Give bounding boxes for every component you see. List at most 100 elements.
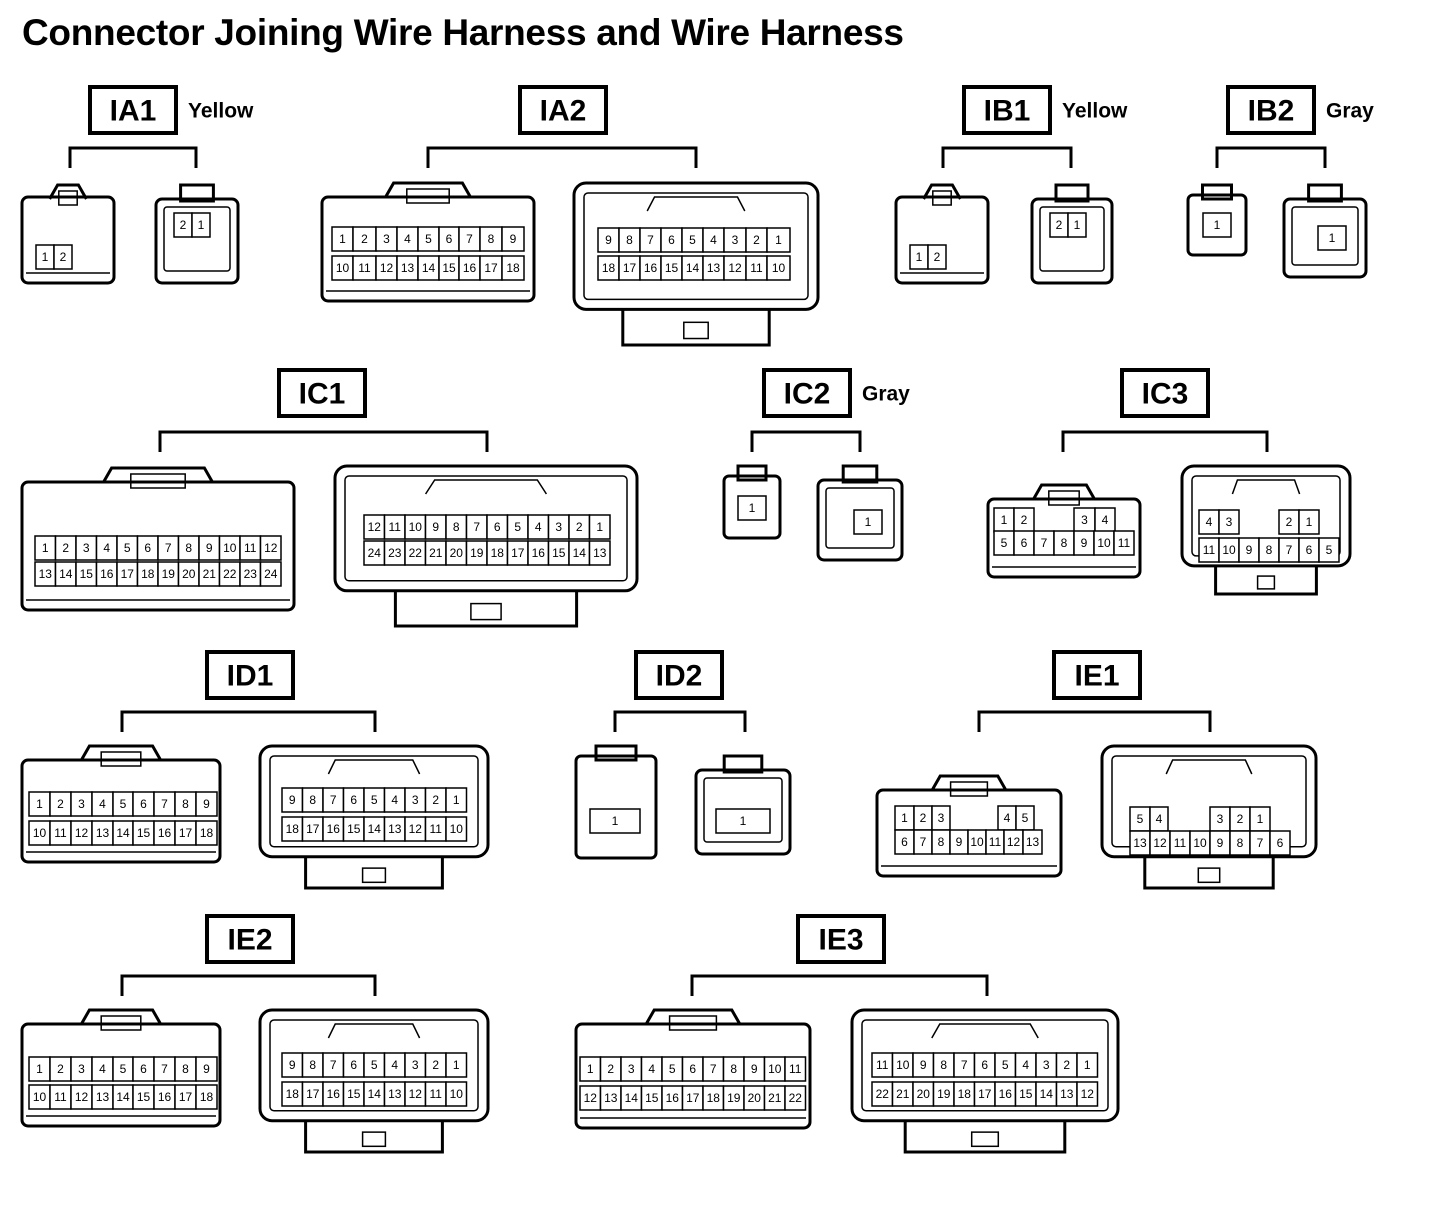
pair-bracket xyxy=(750,430,862,452)
pin-number: 1 xyxy=(453,793,460,807)
pin-number: 18 xyxy=(286,1087,300,1101)
ia1-female-latch xyxy=(58,190,78,206)
pin-number: 2 xyxy=(753,233,760,247)
ie3-female-lock xyxy=(644,1008,742,1025)
pin-cell xyxy=(195,1084,218,1110)
ib1-female-latch xyxy=(932,190,952,206)
pin-number: 15 xyxy=(347,1087,361,1101)
pin-number: 14 xyxy=(573,546,587,560)
pin-cell xyxy=(259,561,282,587)
ie1-female-housing xyxy=(875,788,1063,878)
pin-number: 8 xyxy=(940,1058,947,1072)
connector-id-label: IE2 xyxy=(227,924,272,957)
pin-number: 8 xyxy=(309,1058,316,1072)
connector-label-box xyxy=(88,85,178,135)
pair-bracket xyxy=(1061,430,1269,452)
pin-number: 4 xyxy=(1102,513,1109,527)
pin-number: 1 xyxy=(1084,1058,1091,1072)
ib1-female-housing xyxy=(894,195,990,285)
pin-number: 4 xyxy=(404,232,411,246)
pin-number: 13 xyxy=(401,261,415,275)
pin-number: 22 xyxy=(876,1087,890,1101)
pin-number: 12 xyxy=(75,826,89,840)
pin-number: 11 xyxy=(54,826,67,840)
pin-cell xyxy=(927,244,947,270)
pin-number: 20 xyxy=(917,1087,931,1101)
pin-number: 11 xyxy=(244,541,257,555)
pin-number: 3 xyxy=(1043,1058,1050,1072)
pin-number: 7 xyxy=(961,1058,968,1072)
pin-number: 13 xyxy=(388,822,402,836)
pin-number: 5 xyxy=(120,1062,127,1076)
pin-number: 14 xyxy=(368,1087,382,1101)
connector-label-box xyxy=(1226,85,1316,135)
pin-number: 3 xyxy=(938,811,945,825)
pin-cell xyxy=(445,816,468,842)
pin-number: 16 xyxy=(666,1091,680,1105)
pin-number: 9 xyxy=(956,835,963,849)
pin-number: 12 xyxy=(264,541,278,555)
pin-number: 22 xyxy=(223,567,237,581)
pin-number: 1 xyxy=(42,250,49,264)
pin-number: 11 xyxy=(54,1090,67,1104)
pin-number: 5 xyxy=(669,1062,676,1076)
ie2-female-lock xyxy=(80,1008,162,1025)
pin-number: 4 xyxy=(648,1062,655,1076)
pin-number: 16 xyxy=(100,567,114,581)
pin-cell xyxy=(501,255,525,281)
ia1-male-inner xyxy=(163,206,231,272)
pin-number: 8 xyxy=(1061,536,1068,550)
pin-number: 16 xyxy=(327,822,341,836)
pair-bracket xyxy=(690,974,989,996)
pin-number: 9 xyxy=(289,793,296,807)
pin-number: 1 xyxy=(339,232,346,246)
pin-cell xyxy=(445,1052,468,1078)
connector-id-label: IE3 xyxy=(818,924,863,957)
pin-number: 8 xyxy=(182,1062,189,1076)
pin-number: 2 xyxy=(1056,218,1063,232)
ic2-male-housing xyxy=(816,478,904,562)
connector-label-box xyxy=(762,368,852,418)
pair-bracket xyxy=(941,146,1073,168)
pin-number: 15 xyxy=(80,567,94,581)
pin-number: 13 xyxy=(707,261,721,275)
pin-number: 10 xyxy=(1193,836,1207,850)
connector-color-label: Gray xyxy=(1326,100,1374,123)
pin-number: 12 xyxy=(1153,836,1167,850)
page-title: Connector Joining Wire Harness and Wire … xyxy=(22,12,904,53)
ic2-male-lock xyxy=(841,464,879,484)
pin-number: 1 xyxy=(1329,231,1336,245)
ib2-male-lock xyxy=(1307,183,1343,203)
ic1-male-key xyxy=(424,479,548,495)
ie3-male-key xyxy=(931,1023,1039,1039)
pin-number: 14 xyxy=(116,1090,130,1104)
pin-number: 17 xyxy=(978,1087,992,1101)
pin-number: 17 xyxy=(484,261,498,275)
pin-number: 14 xyxy=(422,261,436,275)
ia2-male-clip xyxy=(683,321,709,340)
pin-number: 20 xyxy=(182,567,196,581)
ia2-female-housing xyxy=(320,195,536,303)
id1-male-housing xyxy=(258,744,490,859)
pin-number: 6 xyxy=(140,797,147,811)
pair-bracket xyxy=(613,710,747,732)
pin-number: 15 xyxy=(645,1091,659,1105)
pin-number: 24 xyxy=(264,567,278,581)
pin-number: 9 xyxy=(203,797,210,811)
pin-number: 18 xyxy=(200,1090,214,1104)
ic3-male-tab xyxy=(1214,565,1318,596)
id1-male-tab xyxy=(304,856,444,890)
pin-number: 8 xyxy=(1237,836,1244,850)
ib1-male-housing xyxy=(1030,197,1114,285)
pin-number: 9 xyxy=(1217,836,1224,850)
pin-cell xyxy=(191,212,211,238)
pin-number: 13 xyxy=(1133,836,1147,850)
pin-number: 1 xyxy=(1074,218,1081,232)
ic3-male-clip xyxy=(1256,575,1276,590)
pin-number: 11 xyxy=(430,822,443,836)
pin-number: 6 xyxy=(350,793,357,807)
pin-number: 9 xyxy=(432,520,439,534)
